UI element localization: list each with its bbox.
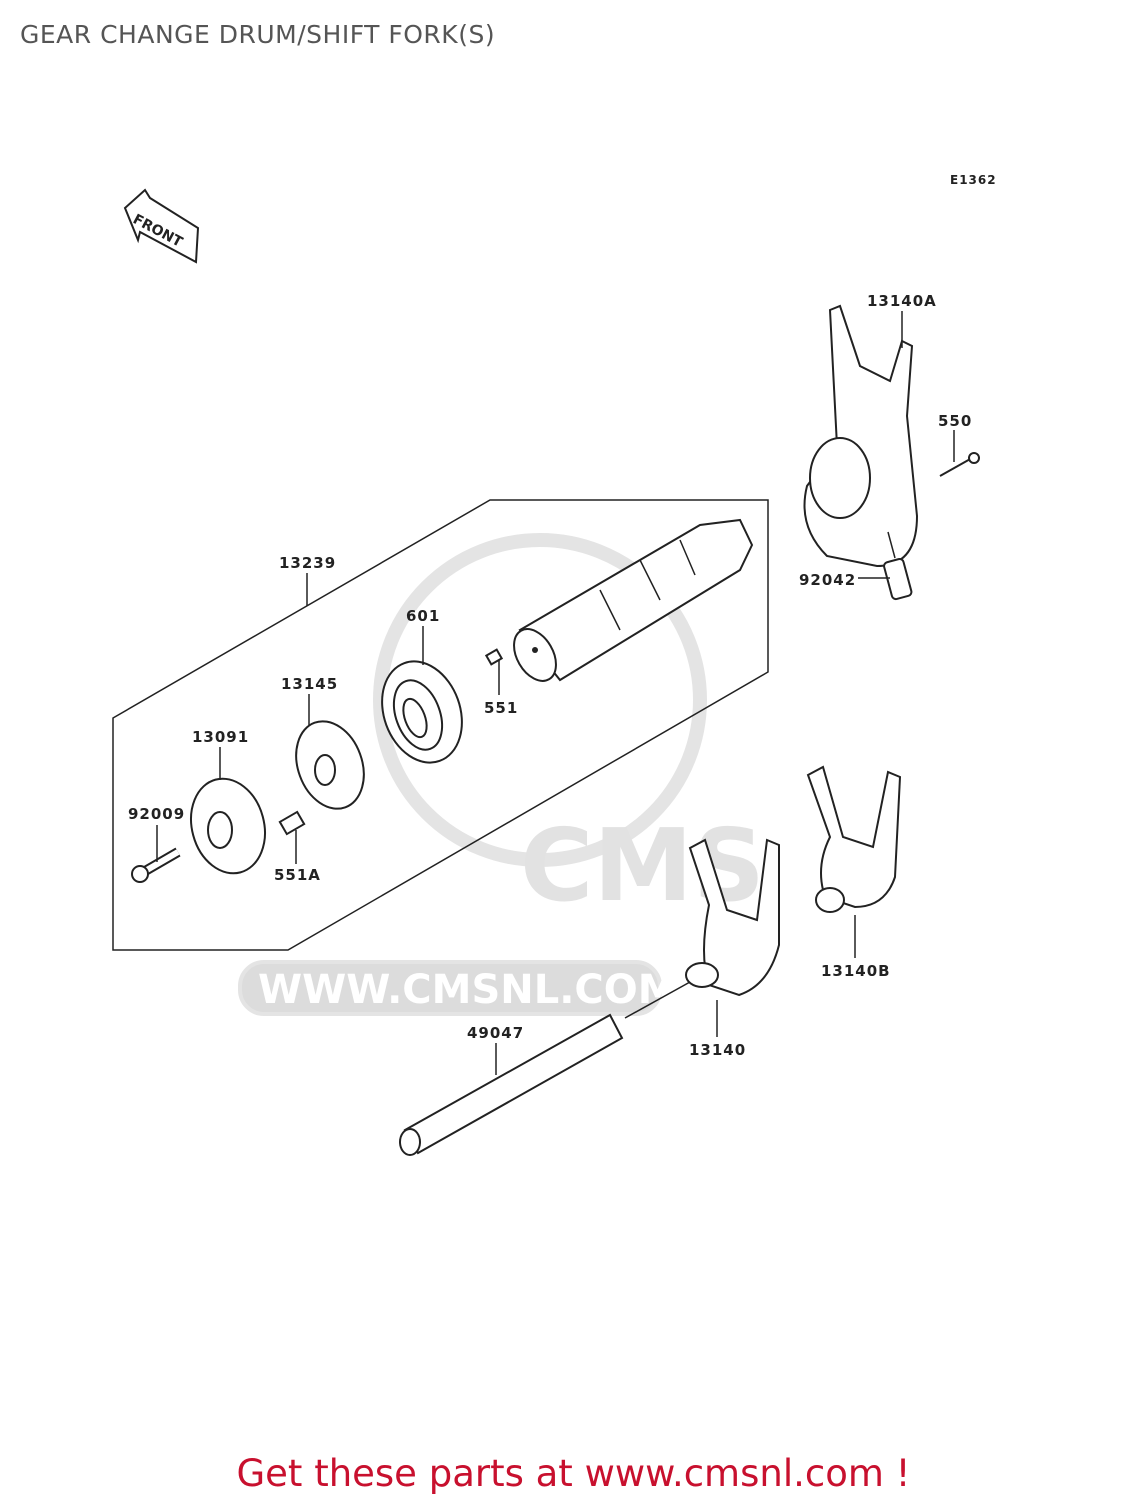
- pin-plate: [295, 720, 365, 810]
- bearing: [381, 660, 463, 764]
- label-13140a[interactable]: 13140A: [867, 292, 937, 310]
- watermark-url-backdrop: [238, 960, 662, 1016]
- front-arrow-icon: FRONT: [123, 188, 200, 264]
- drum-assembly-outline: [112, 499, 769, 951]
- watermark-url: WWW.CMSNL.COM: [258, 967, 678, 1013]
- label-92009[interactable]: 92009: [128, 805, 185, 823]
- shift-fork-13140a: [803, 304, 919, 568]
- label-13091[interactable]: 13091: [192, 728, 249, 746]
- shift-drum: [484, 518, 754, 682]
- drum-cam: [190, 777, 266, 875]
- label-551a[interactable]: 551A: [274, 866, 321, 884]
- footer-link[interactable]: Get these parts at www.cmsnl.com !: [236, 1452, 911, 1495]
- label-13140[interactable]: 13140: [689, 1041, 746, 1059]
- label-13145[interactable]: 13145: [281, 675, 338, 693]
- label-550[interactable]: 550: [938, 412, 972, 430]
- label-49047[interactable]: 49047: [467, 1024, 524, 1042]
- label-13239[interactable]: 13239: [279, 554, 336, 572]
- label-92042[interactable]: 92042: [799, 571, 856, 589]
- shift-rod: [399, 981, 691, 1156]
- label-601[interactable]: 601: [406, 607, 440, 625]
- pin-551a: [278, 810, 306, 836]
- leader-lines: [156, 311, 955, 1075]
- label-551[interactable]: 551: [484, 699, 518, 717]
- page-title: GEAR CHANGE DRUM/SHIFT FORK(S): [20, 20, 496, 49]
- label-13140b[interactable]: 13140B: [821, 962, 891, 980]
- diagram-code: E1362: [950, 173, 997, 187]
- shift-fork-13140b: [806, 765, 902, 913]
- cotter-pin: [939, 457, 973, 477]
- guide-pin: [883, 557, 913, 601]
- shift-fork-13140: [685, 838, 780, 997]
- screw: [131, 847, 181, 883]
- watermark-logo-text: CMS: [520, 807, 765, 924]
